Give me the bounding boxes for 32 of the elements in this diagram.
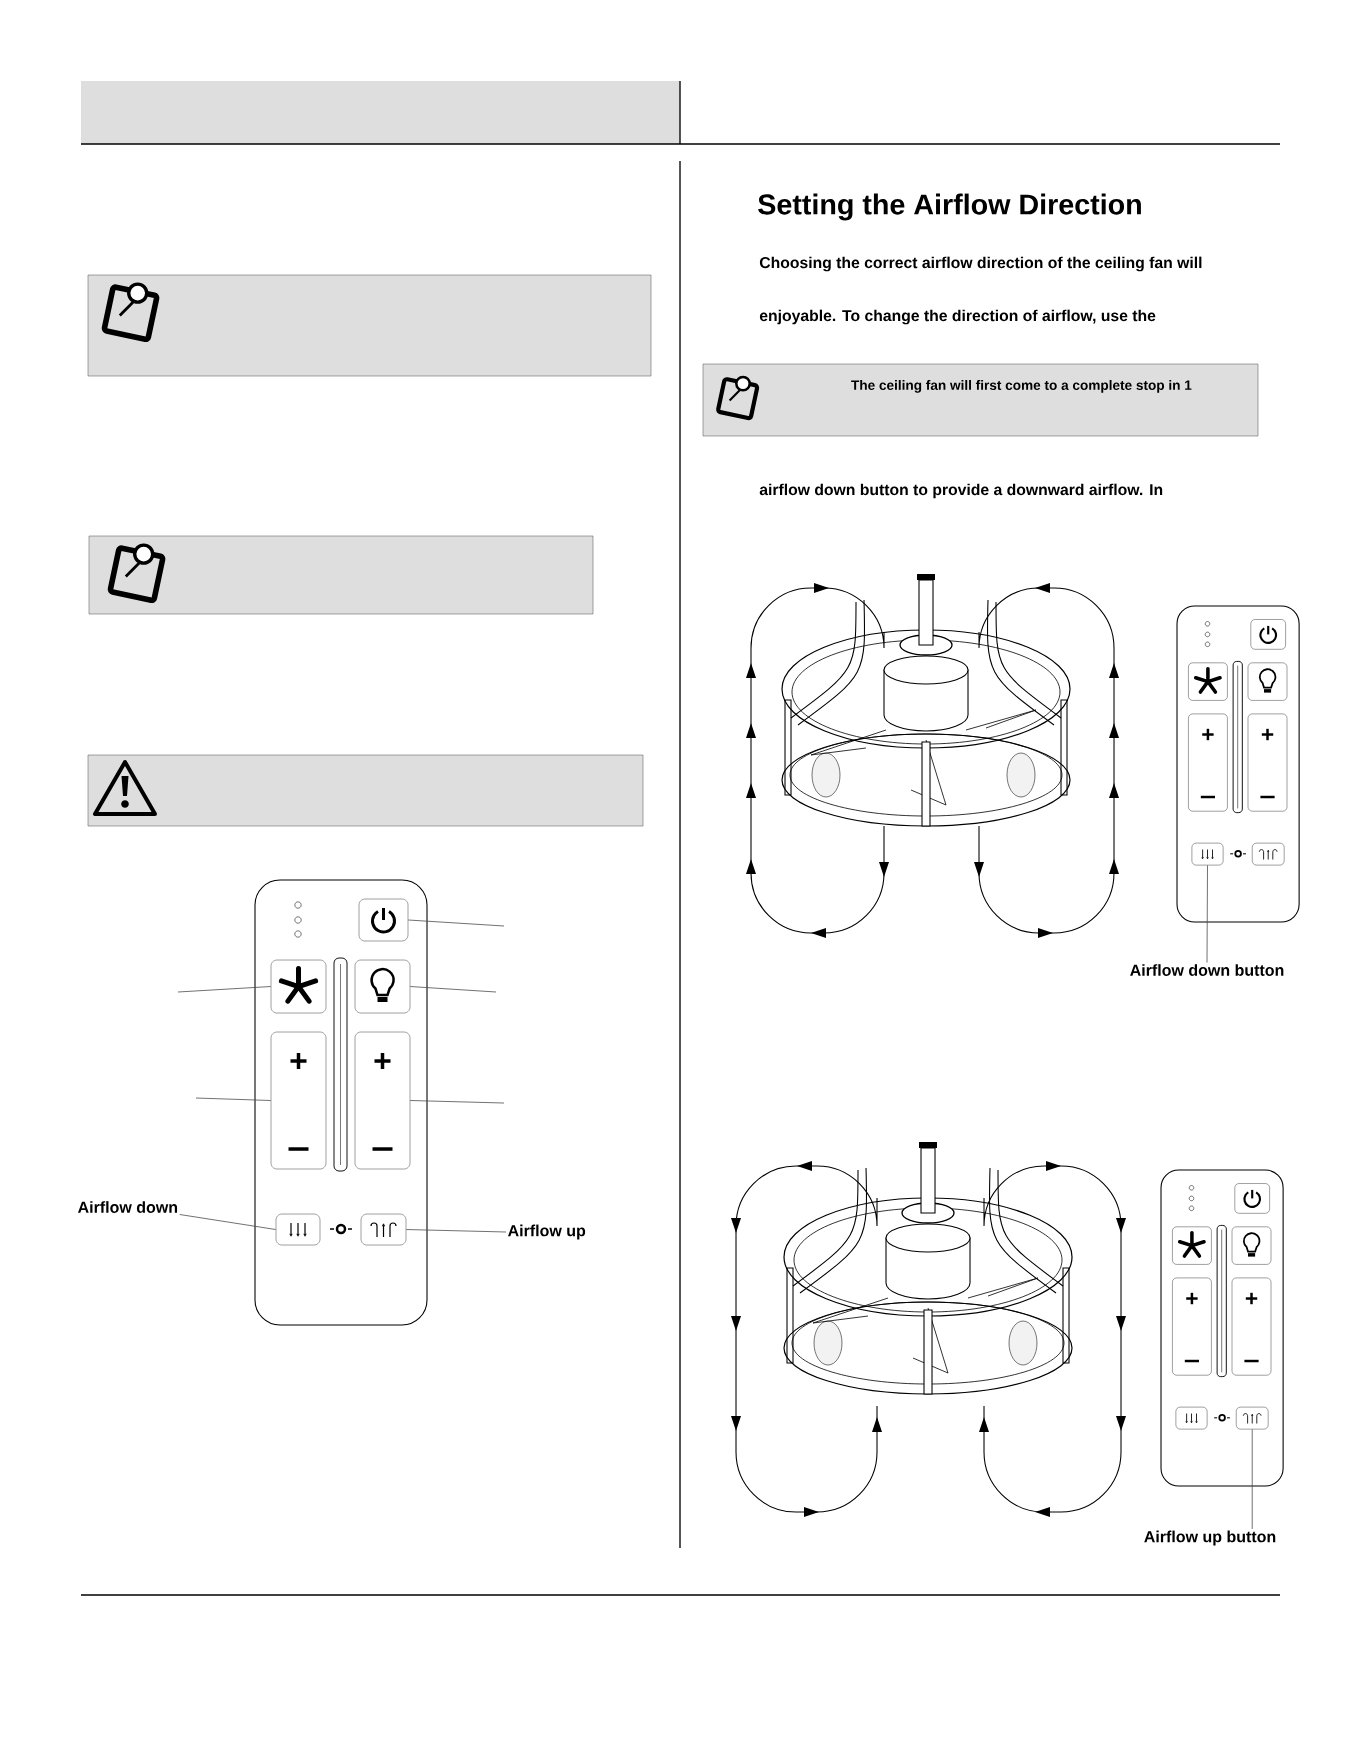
callout-label: Airflow up button <box>1144 1530 1276 1546</box>
airflow-down-button <box>1175 1406 1208 1430</box>
power-button <box>358 898 409 942</box>
callout-label: Airflow up <box>508 1224 586 1240</box>
leader-line <box>407 919 505 927</box>
warning-box <box>87 754 644 827</box>
callout-label: Airflow down <box>78 1201 178 1213</box>
body-text: enjoyable. To change the direction of airflow, use the <box>759 309 1156 325</box>
leader-line <box>179 1214 277 1230</box>
airflow-up-button <box>1251 842 1285 866</box>
leader-line <box>409 1100 505 1104</box>
leader-line <box>1206 865 1208 963</box>
note-box <box>87 274 652 377</box>
speed-button <box>270 1031 327 1170</box>
note-box <box>88 535 594 615</box>
airflow-down-button <box>275 1213 321 1246</box>
dimmer-button <box>354 1031 411 1170</box>
airflow-up-button <box>1235 1406 1269 1430</box>
note-box: The ceiling fan will first come to a complete stop in 1 <box>702 363 1259 437</box>
leader-line <box>1251 1429 1253 1530</box>
body-text: Choosing the correct airflow direction of the ceiling fan will <box>759 256 1202 272</box>
leader-line <box>177 986 272 993</box>
airflow-up-button <box>360 1213 407 1246</box>
leader-line <box>409 986 497 993</box>
section-heading: Setting the Airflow Direction <box>758 193 1141 221</box>
light-button <box>354 959 411 1014</box>
callout-label: Airflow down button <box>1130 964 1284 976</box>
body-text: airflow down button to provide a downward airflow. In <box>759 483 1163 499</box>
airflow-down-button <box>1191 842 1224 866</box>
leader-line <box>195 1097 272 1101</box>
fan-button <box>270 959 327 1014</box>
leader-line <box>405 1229 507 1233</box>
